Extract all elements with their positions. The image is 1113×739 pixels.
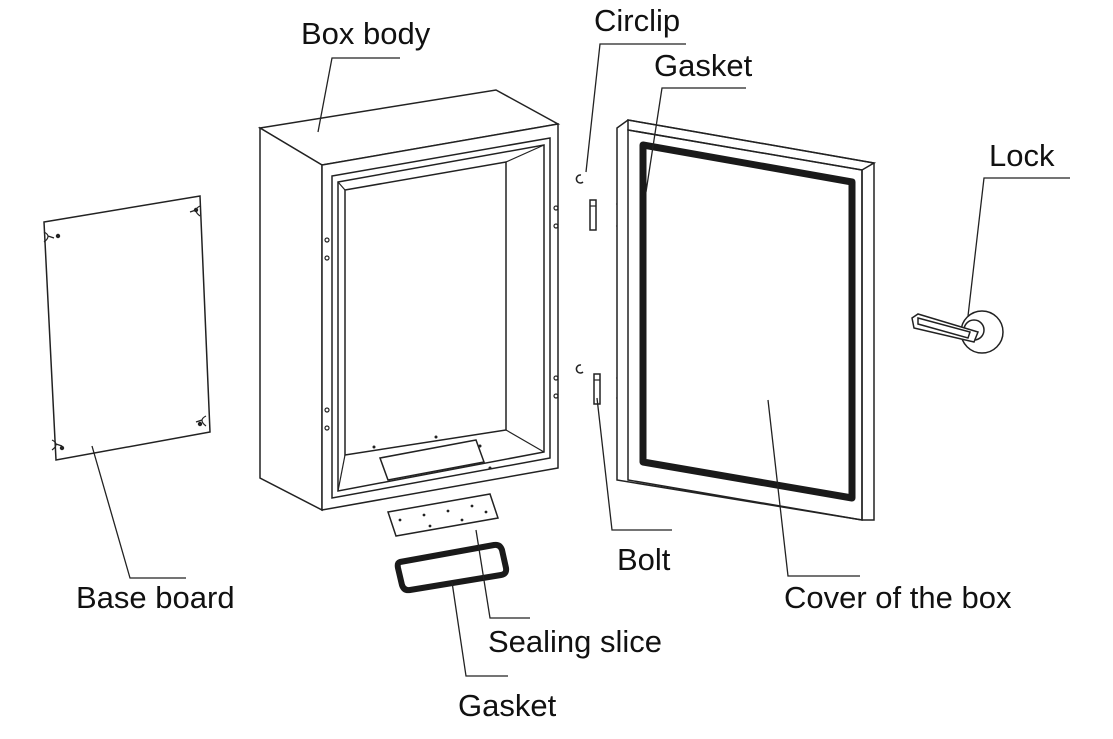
leader-sealing-slice [475,529,530,619]
label-sealing-slice: Sealing slice [488,624,662,659]
label-gasket-bottom: Gasket [458,688,557,723]
leader-box-body [317,57,400,133]
label-circlip: Circlip [594,3,680,38]
bottom-gasket-part [394,541,510,594]
sealing-slice-part [387,493,499,537]
bolt-part [589,199,601,405]
label-cover-of-the-box: Cover of the box [784,580,1012,615]
box-body-part [257,89,561,512]
leader-circlip [585,43,686,173]
lock-part [911,310,1004,354]
base-board-part [43,195,211,461]
leader-bolt [596,397,672,531]
leader-gasket-top [645,87,746,193]
leader-base-board [91,445,186,579]
label-base-board: Base board [76,580,235,615]
leader-cover [767,399,860,577]
label-box-body: Box body [301,16,431,51]
label-lock: Lock [989,138,1055,173]
leader-gasket-bottom [451,581,508,677]
cover-part [616,119,877,521]
label-gasket-top: Gasket [654,48,753,83]
circlip-part [575,174,584,374]
label-bolt: Bolt [617,542,671,577]
leader-lock [967,177,1070,317]
